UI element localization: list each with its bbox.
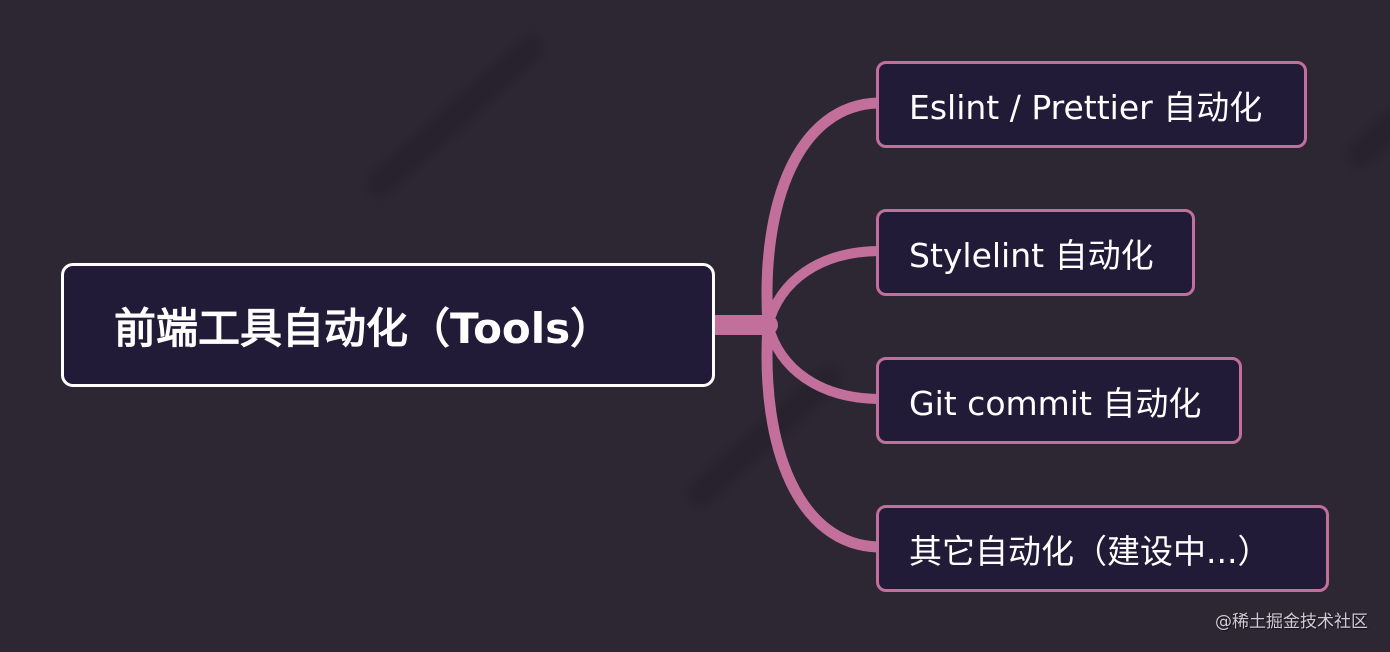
branch-connector-3 bbox=[763, 320, 883, 404]
subtopic-label: Git commit 自动化 bbox=[909, 383, 1202, 423]
branch-connector-4 bbox=[761, 319, 884, 553]
subtopic-eslint-prettier[interactable]: Eslint / Prettier 自动化 bbox=[876, 61, 1307, 148]
subtopic-label: Eslint / Prettier 自动化 bbox=[909, 87, 1263, 127]
root-topic[interactable]: 前端工具自动化（Tools） bbox=[61, 263, 715, 387]
branch-connector-1 bbox=[761, 97, 884, 331]
subtopic-stylelint[interactable]: Stylelint 自动化 bbox=[876, 209, 1195, 296]
subtopic-label: 其它自动化（建设中...） bbox=[909, 531, 1271, 571]
branch-connector-2 bbox=[763, 246, 883, 330]
subtopic-label: Stylelint 自动化 bbox=[909, 235, 1154, 275]
root-topic-label: 前端工具自动化（Tools） bbox=[114, 303, 613, 353]
subtopic-other[interactable]: 其它自动化（建设中...） bbox=[876, 505, 1329, 592]
watermark-text: @稀土掘金技术社区 bbox=[1215, 612, 1368, 632]
subtopic-git-commit[interactable]: Git commit 自动化 bbox=[876, 357, 1242, 444]
